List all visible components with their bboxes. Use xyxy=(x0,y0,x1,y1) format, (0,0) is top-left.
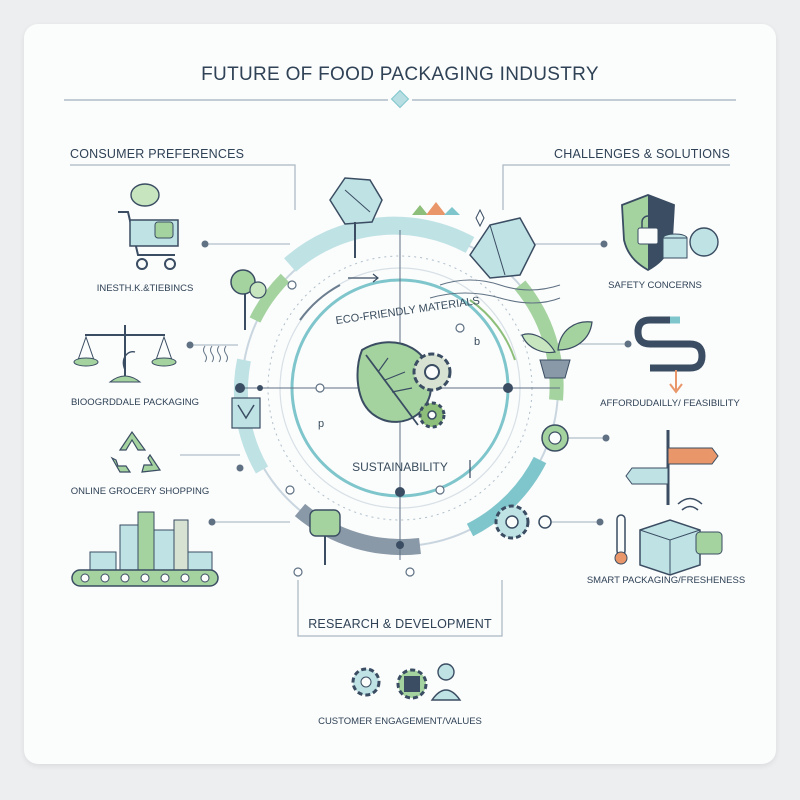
balance-scale-icon xyxy=(73,325,177,383)
section-title-consumer-preferences: CONSUMER PREFERENCES xyxy=(70,147,245,161)
right-item-label-4: SMART PACKAGING/FRESHENESS xyxy=(586,575,746,586)
left-item-label-2: BIOOGRDDALE PACKAGING xyxy=(70,397,200,408)
recycle-icon xyxy=(110,430,162,473)
arrow-decor xyxy=(348,273,471,478)
gear-bottom-icon xyxy=(494,504,552,540)
shield-lock-icon xyxy=(621,194,719,272)
right-item-label-1: SAFETY CONCERNS xyxy=(608,280,702,291)
tree-bottom-icon xyxy=(309,509,341,565)
leaf-icon xyxy=(356,341,433,426)
bottom-item-label: CUSTOMER ENGAGEMENT/VALUES xyxy=(318,716,482,727)
connector-dots-right xyxy=(596,240,632,526)
crystal-tree-icon xyxy=(329,177,383,258)
left-item-label-3: ONLINE GROCERY SHOPPING xyxy=(70,486,210,497)
crystal-icon xyxy=(469,208,536,279)
signpost-icon xyxy=(625,430,719,505)
connector-dots-left xyxy=(186,240,244,526)
winding-path-icon xyxy=(634,316,706,394)
mark-p: p xyxy=(318,418,325,430)
recycle-arrows-ring xyxy=(231,397,261,429)
sprout-right-icon xyxy=(521,321,593,379)
mark-b: b xyxy=(474,336,481,348)
section-brackets xyxy=(70,164,730,637)
city-conveyor-icon xyxy=(71,511,219,587)
title-divider xyxy=(64,89,736,109)
small-nodes xyxy=(285,280,465,577)
section-title-challenges-solutions: CHALLENGES & SOLUTIONS xyxy=(554,147,730,161)
smart-box-icon xyxy=(614,497,723,576)
target-icon xyxy=(541,424,569,452)
left-connectors xyxy=(180,243,290,523)
page-title: FUTURE OF FOOD PACKAGING INDUSTRY xyxy=(201,64,599,85)
mountain-decor xyxy=(412,202,460,215)
heat-lines-decor xyxy=(203,345,228,363)
sustainability-label: SUSTAINABILITY xyxy=(352,460,448,474)
waves-decor xyxy=(429,279,561,304)
right-item-label-2: AFFORDUDAILLY/ FEASIBILITY xyxy=(600,398,740,409)
gear-icon xyxy=(412,352,452,429)
left-item-label-1: INESTH.K.&TIEBINCS xyxy=(96,283,194,294)
plant-left-icon xyxy=(230,269,267,330)
gears-chip-person-icon xyxy=(351,663,462,701)
shopping-cart-brain-icon xyxy=(118,183,179,270)
axis-nodes xyxy=(235,383,513,549)
section-title-research-development: RESEARCH & DEVELOPMENT xyxy=(308,617,492,631)
